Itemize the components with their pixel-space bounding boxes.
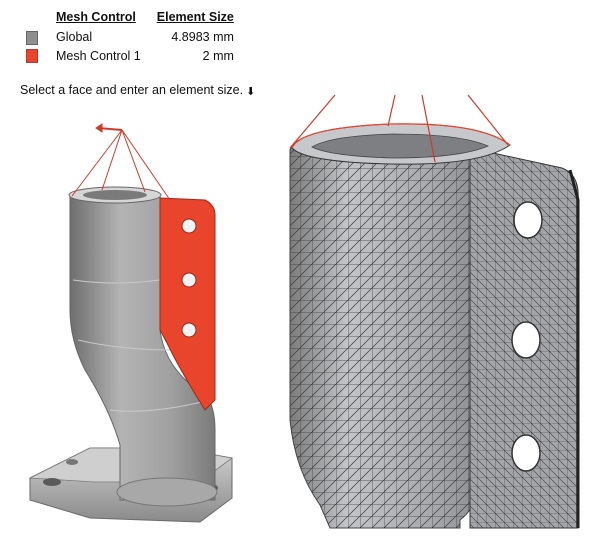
instruction-hint: Select a face and enter an element size.…: [20, 83, 255, 98]
legend-table: Mesh Control Element Size Global 4.8983 …: [26, 10, 234, 65]
flange-hole-2: [511, 321, 541, 359]
annotation-leader-lines: [71, 123, 171, 201]
legend-row-name: Mesh Control 1: [56, 49, 141, 64]
legend-row-size: 4.8983 mm: [171, 30, 234, 45]
flange-hole-3: [511, 434, 541, 472]
mesh-zoom-view[interactable]: [280, 94, 585, 540]
legend-row-size: 2 mm: [202, 49, 234, 64]
hint-text: Select a face and enter an element size.: [20, 83, 244, 97]
mesh-control-legend: Mesh Control Element Size Global 4.8983 …: [26, 10, 234, 65]
mesh-control-1-swatch: [26, 49, 38, 64]
legend-row-name: Global: [56, 30, 93, 45]
zoom-leader-lines: [289, 94, 509, 163]
legend-row-mesh-control-1[interactable]: Mesh Control 1 2 mm: [26, 47, 234, 66]
double-chevron-down-icon[interactable]: ⬇︎: [246, 86, 256, 98]
legend-header-size: Element Size: [156, 10, 234, 24]
legend-header-name: Mesh Control: [56, 10, 136, 24]
selected-face-highlight: [159, 197, 216, 411]
global-swatch: [26, 30, 38, 45]
part-thumbnail[interactable]: [28, 123, 233, 523]
legend-row-global[interactable]: Global 4.8983 mm: [26, 28, 234, 47]
base-hole-left: [43, 478, 61, 486]
legend-header-row: Mesh Control Element Size: [26, 10, 234, 28]
flange-hole-1: [513, 201, 543, 239]
